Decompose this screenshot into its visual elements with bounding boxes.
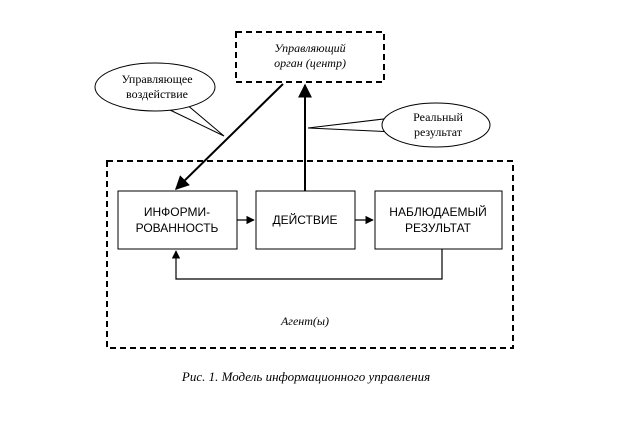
informedness-box	[117, 190, 238, 250]
callout-control-action-bubble	[94, 62, 216, 112]
action-line1: ДЕЙСТВИЕ	[273, 212, 338, 227]
arrow-control-to-informedness	[175, 83, 284, 190]
informedness-line1: ИНФОРМИ-	[144, 205, 210, 219]
figure-caption: Рис. 1. Модель информационного управлени…	[181, 369, 430, 384]
action-box	[255, 190, 356, 250]
arrow-feedback-loop	[171, 249, 443, 280]
observed-result-box	[374, 190, 503, 250]
control-center-line1: Управляющий	[274, 41, 345, 55]
callout-control-action-line2: воздействие	[126, 87, 188, 101]
observed-result-line2: РЕЗУЛЬТАТ	[405, 221, 472, 235]
agent-box	[106, 160, 514, 349]
observed-result-line1: НАБЛЮДАЕМЫЙ	[389, 204, 486, 219]
callout-real-result-bubble	[381, 102, 491, 148]
agent-label: Агент(ы)	[280, 314, 329, 328]
callout-real-result: Реальный результат	[307, 102, 491, 148]
informedness-line2: РОВАННОСТЬ	[136, 221, 219, 235]
callout-control-action: Управляющее воздействие	[94, 62, 225, 137]
control-center-line2: орган (центр)	[274, 56, 346, 70]
callout-real-result-line2: результат	[414, 125, 463, 139]
control-center-box	[235, 31, 385, 83]
callout-control-action-line1: Управляющее	[121, 72, 192, 86]
callout-real-result-line1: Реальный	[413, 110, 463, 124]
